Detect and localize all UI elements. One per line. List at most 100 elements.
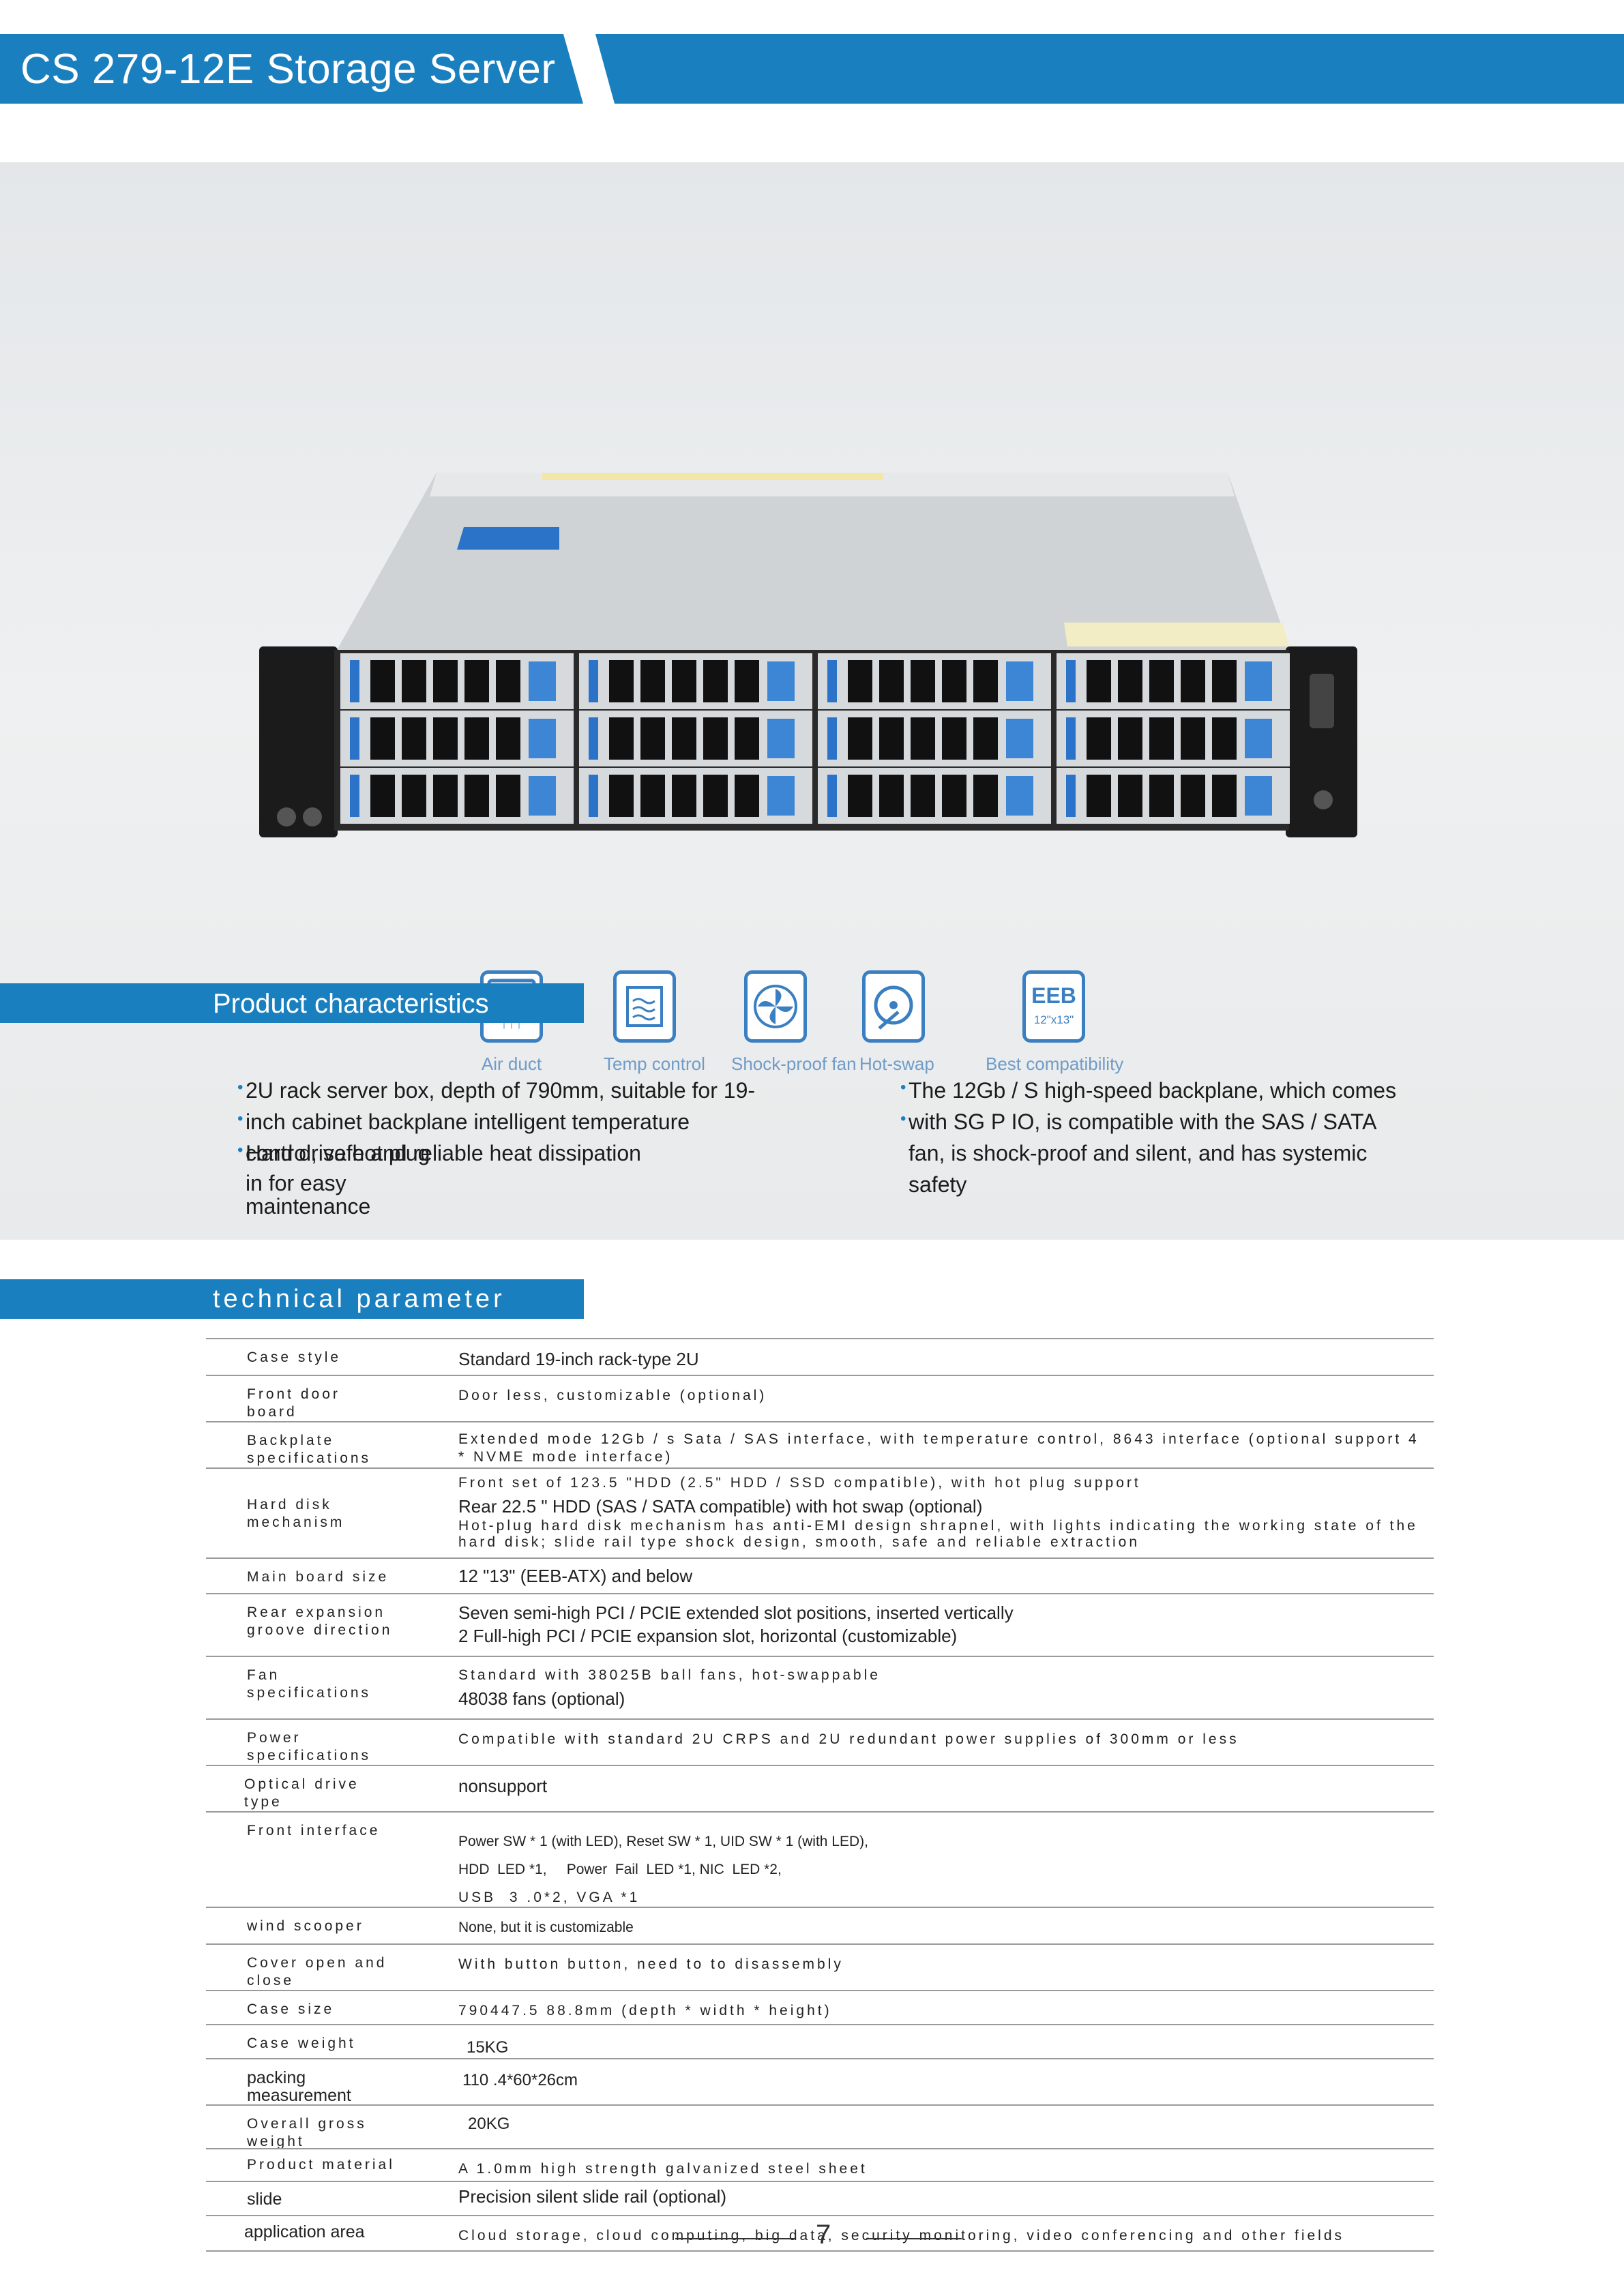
feature-best-compatibility: EEB 12"x13" Best compatibility [986, 970, 1124, 1075]
param-name: Overall gross weight [247, 2116, 367, 2149]
feature-label: Shock-proof fan [731, 1054, 857, 1074]
table-row: Rear expansion groove direction Seven se… [206, 1593, 1434, 1656]
drive-bay [340, 653, 574, 709]
bullet-line: safety [909, 1172, 967, 1197]
param-value: Standard with 38025B ball fans, hot-swap… [458, 1664, 1427, 1710]
table-row: Hard disk mechanism Front set of 123.5 "… [206, 1467, 1434, 1557]
product-characteristics-bar: Product characteristics [0, 983, 584, 1023]
param-value: Seven semi-high PCI / PCIE extended slot… [458, 1601, 1427, 1648]
param-value: Standard 19-inch rack-type 2U [458, 1349, 699, 1369]
param-value: 110 .4*60*26cm [462, 2071, 578, 2089]
feature-label: Best compatibility [986, 1054, 1124, 1074]
feature-label: Air duct [481, 1054, 542, 1074]
bullet-dot-icon: • [237, 1141, 243, 1159]
bullet-line: fan, is shock-proof and silent, and has … [909, 1141, 1368, 1165]
drive-bay [1057, 768, 1290, 824]
parameter-table: Case style Standard 19-inch rack-type 2U… [206, 1338, 1434, 2252]
page-title: CS 279-12E Storage Server [20, 46, 556, 93]
table-row: Cover open and close With button button,… [206, 1943, 1434, 1990]
feature-label: Temp control [604, 1054, 705, 1074]
drive-bay [579, 711, 812, 766]
technical-parameter-heading: technical parameter [213, 1285, 505, 1313]
param-value: Power SW * 1 (with LED), Reset SW * 1, U… [458, 1828, 1427, 1911]
table-row: Overall gross weight 20KG [206, 2104, 1434, 2149]
param-value: 790447.5 88.8mm (depth * width * height) [458, 2003, 832, 2018]
eeb-board-icon: EEB 12"x13" [1022, 970, 1085, 1043]
feature-label: Hot-swap [859, 1054, 934, 1074]
drive-bay [818, 711, 1051, 766]
title-banner-stripe [595, 34, 1624, 104]
param-name: Product material [247, 2157, 395, 2173]
title-banner [0, 34, 583, 104]
bullet-line: •2U rack server box, depth of 790mm, sui… [237, 1075, 859, 1106]
drive-bay [579, 768, 812, 824]
technical-parameter-bar: technical parameter [0, 1279, 584, 1319]
hard-disk-icon [862, 970, 925, 1043]
server-photo [259, 473, 1357, 837]
param-name: packing measurement [247, 2068, 351, 2105]
product-bullets-left: •2U rack server box, depth of 790mm, sui… [237, 1075, 859, 1219]
drive-bay [340, 711, 574, 766]
table-row: Case size 790447.5 88.8mm (depth * width… [206, 1990, 1434, 2024]
table-row: Front door board Door less, customizable… [206, 1375, 1434, 1421]
feature-shock-proof-fan: Shock-proof fan [731, 970, 857, 1075]
param-value-line: Standard with 38025B ball fans, hot-swap… [458, 1667, 881, 1683]
param-name: Fan specifications [247, 1667, 372, 1701]
table-row: Backplate specifications Extended mode 1… [206, 1421, 1434, 1467]
eeb-box-sub: 12"x13" [1033, 1013, 1074, 1026]
param-value: A 1.0mm high strength galvanized steel s… [458, 2161, 868, 2177]
table-row: Main board size 12 "13" (EEB-ATX) and be… [206, 1557, 1434, 1593]
table-row: packing measurement 110 .4*60*26cm [206, 2058, 1434, 2104]
param-name: wind scooper [247, 1918, 364, 1934]
param-name: Front door board [247, 1386, 340, 1420]
drive-bay [1057, 711, 1290, 766]
param-name: Cover open and close [247, 1955, 387, 1988]
table-row: application area Cloud storage, cloud co… [206, 2215, 1434, 2252]
param-name: Case weight [247, 2036, 356, 2051]
drive-bay [340, 768, 574, 824]
bullet-line: •with SG P IO, is compatible with the SA… [900, 1106, 1522, 1137]
bullet-line: •inch cabinet backplane intelligent temp… [237, 1106, 859, 1137]
param-value: nonsupport [458, 1776, 548, 1796]
param-name: Case size [247, 2001, 335, 2017]
table-row: slide Precision silent slide rail (optio… [206, 2181, 1434, 2215]
param-name: Front interface [247, 1823, 381, 1838]
param-value: Door less, customizable (optional) [458, 1388, 767, 1403]
param-value: Cloud storage, cloud computing, big data… [458, 2228, 1345, 2243]
drive-bay [818, 653, 1051, 709]
param-name: Main board size [247, 1569, 389, 1585]
bullet-dot-icon: • [900, 1109, 906, 1128]
table-row: Case weight 15KG [206, 2024, 1434, 2058]
param-value: With button button, need to to disassemb… [458, 1956, 844, 1972]
param-value: Extended mode 12Gb / s Sata / SAS interf… [458, 1431, 1419, 1465]
product-characteristics-heading: Product characteristics [213, 989, 489, 1019]
bullet-dot-icon: • [237, 1109, 243, 1128]
param-value: 12 "13" (EEB-ATX) and below [458, 1566, 693, 1586]
drive-bay [579, 653, 812, 709]
hero-section: ↑↑↑ Air duct Temp control Shock-proof fa… [0, 162, 1624, 1240]
page-rule-left [675, 2238, 795, 2239]
page-rule-right [866, 2238, 962, 2239]
table-row: Power specifications Compatible with sta… [206, 1718, 1434, 1765]
bullet-line: maintenance [246, 1194, 371, 1219]
product-bullets-right: •The 12Gb / S high-speed backplane, whic… [900, 1075, 1522, 1200]
bullet-line: •The 12Gb / S high-speed backplane, whic… [900, 1075, 1522, 1106]
param-value-line: Power SW * 1 (with LED), Reset SW * 1, U… [458, 1834, 868, 1849]
param-name: Optical drive type [244, 1776, 359, 1810]
table-row: Product material A 1.0mm high strength g… [206, 2148, 1434, 2181]
param-name: Rear expansion groove direction [247, 1605, 393, 1638]
param-name: Power specifications [247, 1730, 372, 1763]
param-value-line: Rear 22.5 " HDD (SAS / SATA compatible) … [458, 1496, 983, 1517]
param-value-line: Seven semi-high PCI / PCIE extended slot… [458, 1602, 1014, 1623]
table-row: Fan specifications Standard with 38025B … [206, 1656, 1434, 1718]
param-name: Backplate specifications [247, 1433, 372, 1466]
param-value-line: 48038 fans (optional) [458, 1688, 625, 1709]
param-name: Hard disk mechanism [247, 1497, 345, 1530]
page-number: 7 [816, 2220, 831, 2250]
param-value: 15KG [467, 2038, 509, 2057]
param-name: slide [247, 2190, 282, 2209]
bullet-dot-icon: • [900, 1078, 906, 1097]
table-row: Optical drive type nonsupport [206, 1765, 1434, 1811]
drive-bay [1057, 653, 1290, 709]
param-value: 20KG [468, 2115, 510, 2133]
